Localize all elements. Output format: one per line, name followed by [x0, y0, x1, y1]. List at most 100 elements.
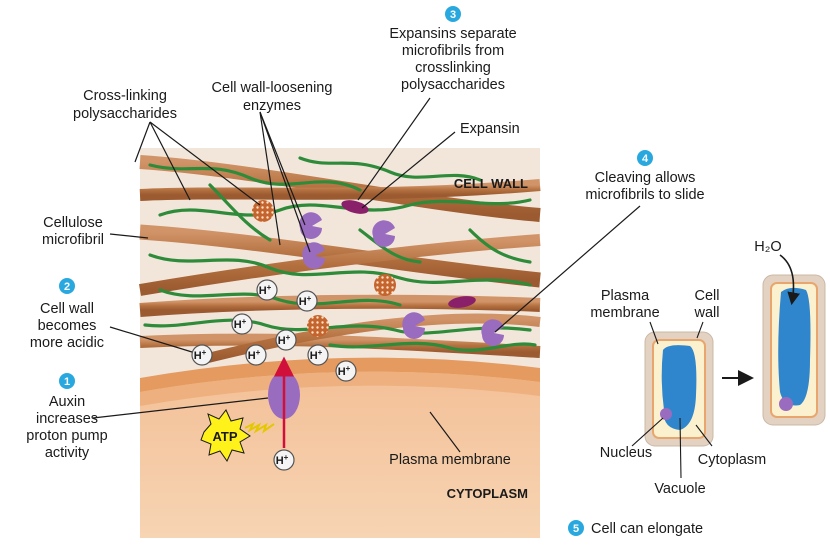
- cleaved-cluster: [374, 274, 396, 296]
- microfibril-7: [198, 313, 541, 365]
- svg-text:microfibrils to slide: microfibrils to slide: [585, 187, 704, 203]
- expansins: [341, 200, 476, 308]
- cleaved-polysaccharide-clusters: [252, 200, 396, 337]
- nucleus-small: [660, 408, 672, 420]
- svg-text:wall: wall: [694, 305, 720, 321]
- cleaved-cluster: [252, 200, 274, 222]
- plasma-membrane-band-inner: [140, 371, 540, 406]
- vacuole-small: [661, 345, 697, 430]
- cell-wall-region-label: CELL WALL: [454, 176, 528, 191]
- label-cellulose: Cellulose microfibril: [42, 215, 104, 248]
- polysaccharide-strand: [468, 228, 532, 264]
- svg-text:Auxin: Auxin: [49, 394, 85, 410]
- label-loosening-enzymes: Cell wall-loosening enzymes: [212, 80, 333, 114]
- enzyme: [481, 319, 504, 346]
- cellulose-microfibrils: [139, 155, 541, 365]
- svg-text:1: 1: [64, 376, 70, 388]
- crosslinking-polysaccharides: [143, 156, 537, 352]
- svg-text:H+: H+: [278, 333, 291, 347]
- svg-text:microfibril: microfibril: [42, 232, 104, 248]
- h-ion: H+: [245, 344, 267, 366]
- label-acidic: 2 Cell wall becomes more acidic: [30, 278, 104, 351]
- step-badge-2: [59, 278, 75, 294]
- svg-text:Cell wall-loosening: Cell wall-loosening: [212, 80, 333, 96]
- enzyme: [302, 242, 325, 269]
- svg-text:Plasma: Plasma: [601, 288, 650, 304]
- leader-lines: [92, 97, 641, 453]
- polysaccharide-strand: [298, 156, 482, 182]
- energy-zigzag: [244, 421, 275, 434]
- svg-text:3: 3: [450, 9, 456, 21]
- water-uptake-arrow: [779, 254, 800, 306]
- enzyme: [402, 312, 425, 339]
- svg-text:H+: H+: [310, 348, 323, 362]
- label-cleaving: 4 Cleaving allows microfibrils to slide: [585, 150, 705, 203]
- h-ion: H+: [273, 449, 295, 471]
- vacuole-elongated: [778, 287, 811, 406]
- nucleus-elongated: [779, 397, 793, 411]
- h-ion: H+: [275, 329, 297, 351]
- h-ion: H+: [296, 290, 318, 312]
- svg-text:more acidic: more acidic: [30, 335, 104, 351]
- label-expansin: Expansin: [460, 121, 520, 137]
- cell-after-elongation: [762, 254, 826, 426]
- step-badge-1: [59, 373, 75, 389]
- svg-text:polysaccharides: polysaccharides: [73, 106, 177, 122]
- cytoplasm-region-label: CYTOPLASM: [447, 486, 528, 501]
- svg-text:enzymes: enzymes: [243, 98, 301, 114]
- microfibril-2: [139, 179, 541, 201]
- svg-text:crosslinking: crosslinking: [415, 60, 491, 76]
- polysaccharide-strand: [148, 163, 362, 192]
- label-elongate: 5 Cell can elongate: [568, 520, 703, 537]
- h-ion: H+: [256, 279, 278, 301]
- polysaccharide-strand: [158, 288, 402, 307]
- svg-text:microfibrils from: microfibrils from: [402, 43, 504, 59]
- polysaccharide-strand: [328, 341, 537, 352]
- svg-text:activity: activity: [45, 445, 90, 461]
- cytoplasm-region: [140, 369, 540, 538]
- label-cell-wall-small: Cell wall: [694, 288, 720, 321]
- plasma-membrane-band: [140, 357, 540, 392]
- svg-text:Expansins separate: Expansins separate: [389, 26, 516, 42]
- enzyme: [372, 220, 395, 247]
- expansin-protein: [448, 296, 476, 308]
- small-cell-leader-lines: [631, 321, 713, 479]
- proton-ions: H+ H+ H+ H+ H+ H+ H+ H+ H+: [191, 279, 357, 471]
- step-badge-4: [637, 150, 653, 166]
- label-expansins-separate: 3 Expansins separate microfibrils from c…: [389, 6, 517, 93]
- svg-text:H+: H+: [259, 283, 272, 297]
- atp-burst: ATP: [200, 409, 275, 463]
- enzyme: [299, 212, 322, 239]
- wall-loosening-enzymes: [299, 212, 504, 346]
- svg-text:H+: H+: [299, 294, 312, 308]
- polysaccharide-strand: [158, 198, 532, 217]
- polysaccharide-strand: [148, 253, 532, 287]
- microfibril-4: [139, 234, 541, 296]
- svg-text:proton pump: proton pump: [26, 428, 107, 444]
- svg-text:polysaccharides: polysaccharides: [401, 77, 505, 93]
- h-ion: H+: [307, 344, 329, 366]
- label-auxin: 1 Auxin increases proton pump activity: [26, 373, 108, 461]
- svg-text:Cell: Cell: [695, 288, 720, 304]
- label-cytoplasm: Cytoplasm: [698, 452, 767, 468]
- svg-text:membrane: membrane: [590, 305, 659, 321]
- svg-text:becomes: becomes: [38, 318, 97, 334]
- svg-text:H+: H+: [248, 348, 261, 362]
- svg-text:increases: increases: [36, 411, 98, 427]
- svg-text:Cross-linking: Cross-linking: [83, 88, 167, 104]
- h-ion: H+: [231, 313, 253, 335]
- label-plasma-membrane: Plasma membrane: [389, 452, 511, 468]
- svg-text:H+: H+: [234, 317, 247, 331]
- svg-text:H+: H+: [194, 348, 207, 362]
- svg-text:H+: H+: [338, 364, 351, 378]
- polysaccharide-strand: [358, 228, 422, 264]
- label-nucleus: Nucleus: [600, 445, 652, 461]
- label-vacuole: Vacuole: [654, 481, 705, 497]
- step-badge-5: [568, 520, 584, 536]
- svg-text:Cleaving allows: Cleaving allows: [595, 170, 696, 186]
- cell-before-elongation: [644, 331, 714, 447]
- svg-text:5: 5: [573, 523, 579, 535]
- cleaved-cluster: [307, 315, 329, 337]
- h-ion: H+: [191, 344, 213, 366]
